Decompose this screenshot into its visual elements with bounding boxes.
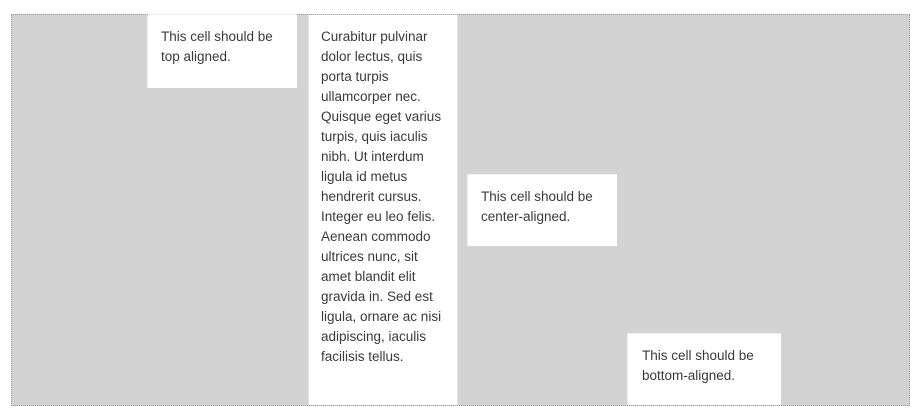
cell-box-top-aligned: This cell should be top aligned. <box>148 15 297 88</box>
table-cell-top-aligned: This cell should be top aligned. <box>148 15 297 405</box>
cell-box-bottom-aligned: This cell should be bottom-aligned. <box>628 334 781 405</box>
table-cell-bottom-aligned: This cell should be bottom-aligned. <box>628 15 781 405</box>
table-row: This cell should be top aligned. Curabit… <box>12 15 909 405</box>
table-cell-paragraph: Curabitur pulvinar dolor lectus, quis po… <box>309 15 457 405</box>
cell-text-center-aligned: This cell should be center-aligned. <box>481 188 597 224</box>
table-container: This cell should be top aligned. Curabit… <box>11 14 910 406</box>
cell-box-paragraph: Curabitur pulvinar dolor lectus, quis po… <box>309 15 457 405</box>
cell-text-top-aligned: This cell should be top aligned. <box>161 29 277 64</box>
cell-text-paragraph: Curabitur pulvinar dolor lectus, quis po… <box>321 29 445 364</box>
cell-text-bottom-aligned: This cell should be bottom-aligned. <box>642 348 758 383</box>
table-cell-center-aligned: This cell should be center-aligned. <box>468 15 617 405</box>
cell-box-center-aligned: This cell should be center-aligned. <box>468 174 617 246</box>
